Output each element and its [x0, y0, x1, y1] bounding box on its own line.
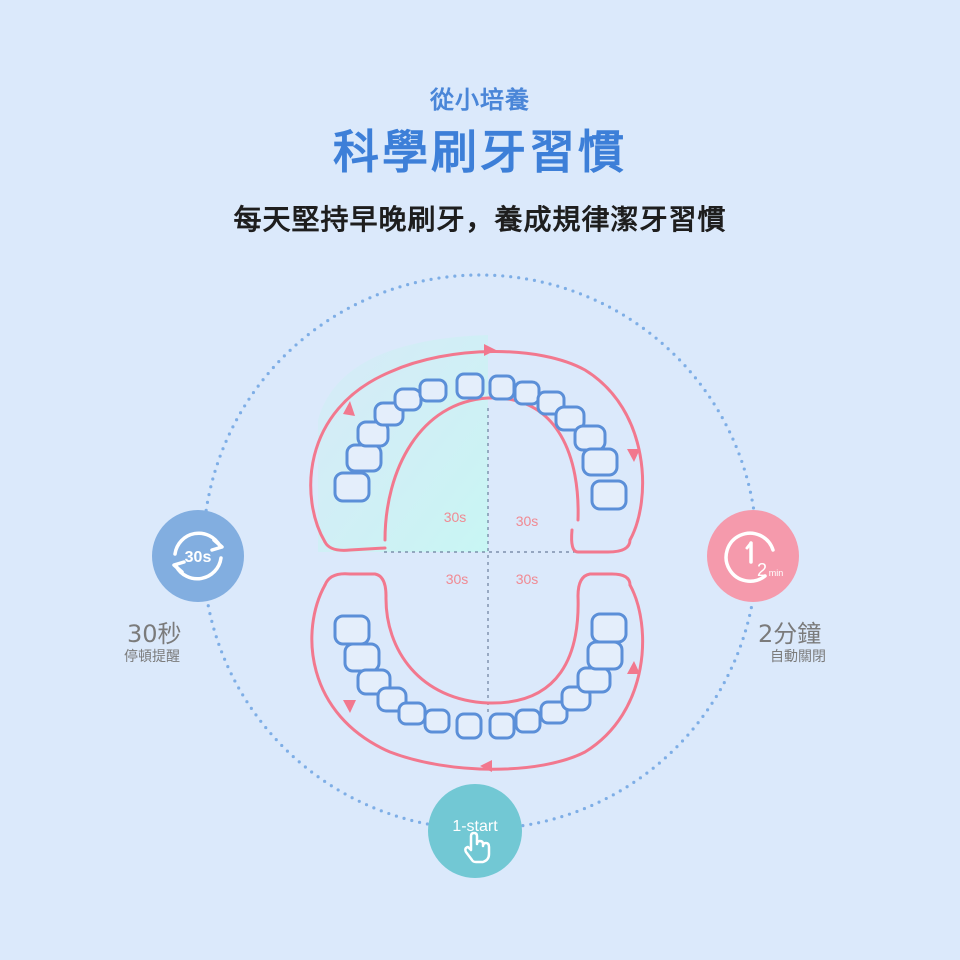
- quadrant-label-upper-right: 30s: [516, 513, 539, 529]
- auto-off-title: 2分鐘: [758, 620, 822, 648]
- upper-teeth: [333, 372, 628, 511]
- upper-inner-arch: [383, 396, 580, 542]
- tooth: [573, 424, 607, 452]
- upper-arrow-2: [343, 401, 355, 416]
- tooth: [333, 614, 371, 646]
- upper-arrow-1: [484, 344, 496, 356]
- badge-min-unit: min: [769, 568, 784, 578]
- tooth: [488, 712, 516, 740]
- tooth: [455, 712, 483, 740]
- lower-outer-arrow-path: [310, 583, 645, 771]
- eyebrow-heading: 從小培養: [430, 86, 530, 114]
- upper-outer-return: [570, 528, 632, 554]
- lower-teeth: [333, 612, 628, 740]
- lower-arrow-3: [627, 661, 640, 674]
- tooth: [455, 372, 485, 400]
- tooth: [356, 420, 390, 448]
- lower-left-return: [323, 572, 388, 598]
- upper-left-return: [323, 540, 387, 552]
- badge-30s-text: 30s: [185, 549, 212, 566]
- one-start-text: 1-start: [452, 818, 498, 835]
- page-title: 科學刷牙習慣: [333, 125, 627, 179]
- tooth: [586, 640, 624, 671]
- hand-pointer-icon: 1-start: [452, 818, 498, 864]
- tooth: [581, 447, 619, 477]
- clock-2min-icon: 2 min: [724, 531, 784, 583]
- tooth: [393, 387, 423, 412]
- tooth: [554, 405, 586, 432]
- tooth: [590, 479, 628, 511]
- tooth: [423, 708, 451, 734]
- one-start-badge: 1-start: [428, 784, 522, 878]
- tooth: [539, 700, 569, 725]
- lower-right-return: [576, 572, 632, 598]
- lower-arrow-2: [343, 700, 356, 713]
- auto-off-caption: 自動關閉: [770, 649, 826, 665]
- auto-off-badge: 2 min: [707, 510, 799, 602]
- tooth: [373, 401, 405, 427]
- refresh-timer-icon: 30s: [172, 531, 224, 581]
- lower-inner-arch: [384, 594, 580, 705]
- quadrant-label-lower-right: 30s: [516, 571, 539, 587]
- quadrant-label-lower-left: 30s: [446, 571, 469, 587]
- tooth: [333, 471, 371, 503]
- quadrant-label-upper-left: 30s: [444, 509, 467, 525]
- pause-reminder-title: 30秒: [127, 620, 182, 648]
- tooth: [343, 642, 381, 673]
- page-subtitle: 每天堅持早晚刷牙，養成規律潔牙習慣: [233, 203, 727, 236]
- tooth: [397, 701, 427, 726]
- lower-arrow-1: [480, 760, 492, 772]
- badge-2-number: 2: [757, 560, 767, 580]
- tooth: [514, 708, 542, 734]
- tooth: [488, 374, 516, 401]
- tooth: [590, 612, 628, 644]
- tooth: [576, 666, 612, 694]
- tooth: [513, 380, 541, 406]
- pause-reminder-caption: 停頓提醒: [124, 649, 180, 665]
- tooth: [418, 378, 448, 403]
- upper-arrow-3: [627, 449, 640, 462]
- tooth: [345, 443, 383, 473]
- pause-reminder-badge: 30s: [152, 510, 244, 602]
